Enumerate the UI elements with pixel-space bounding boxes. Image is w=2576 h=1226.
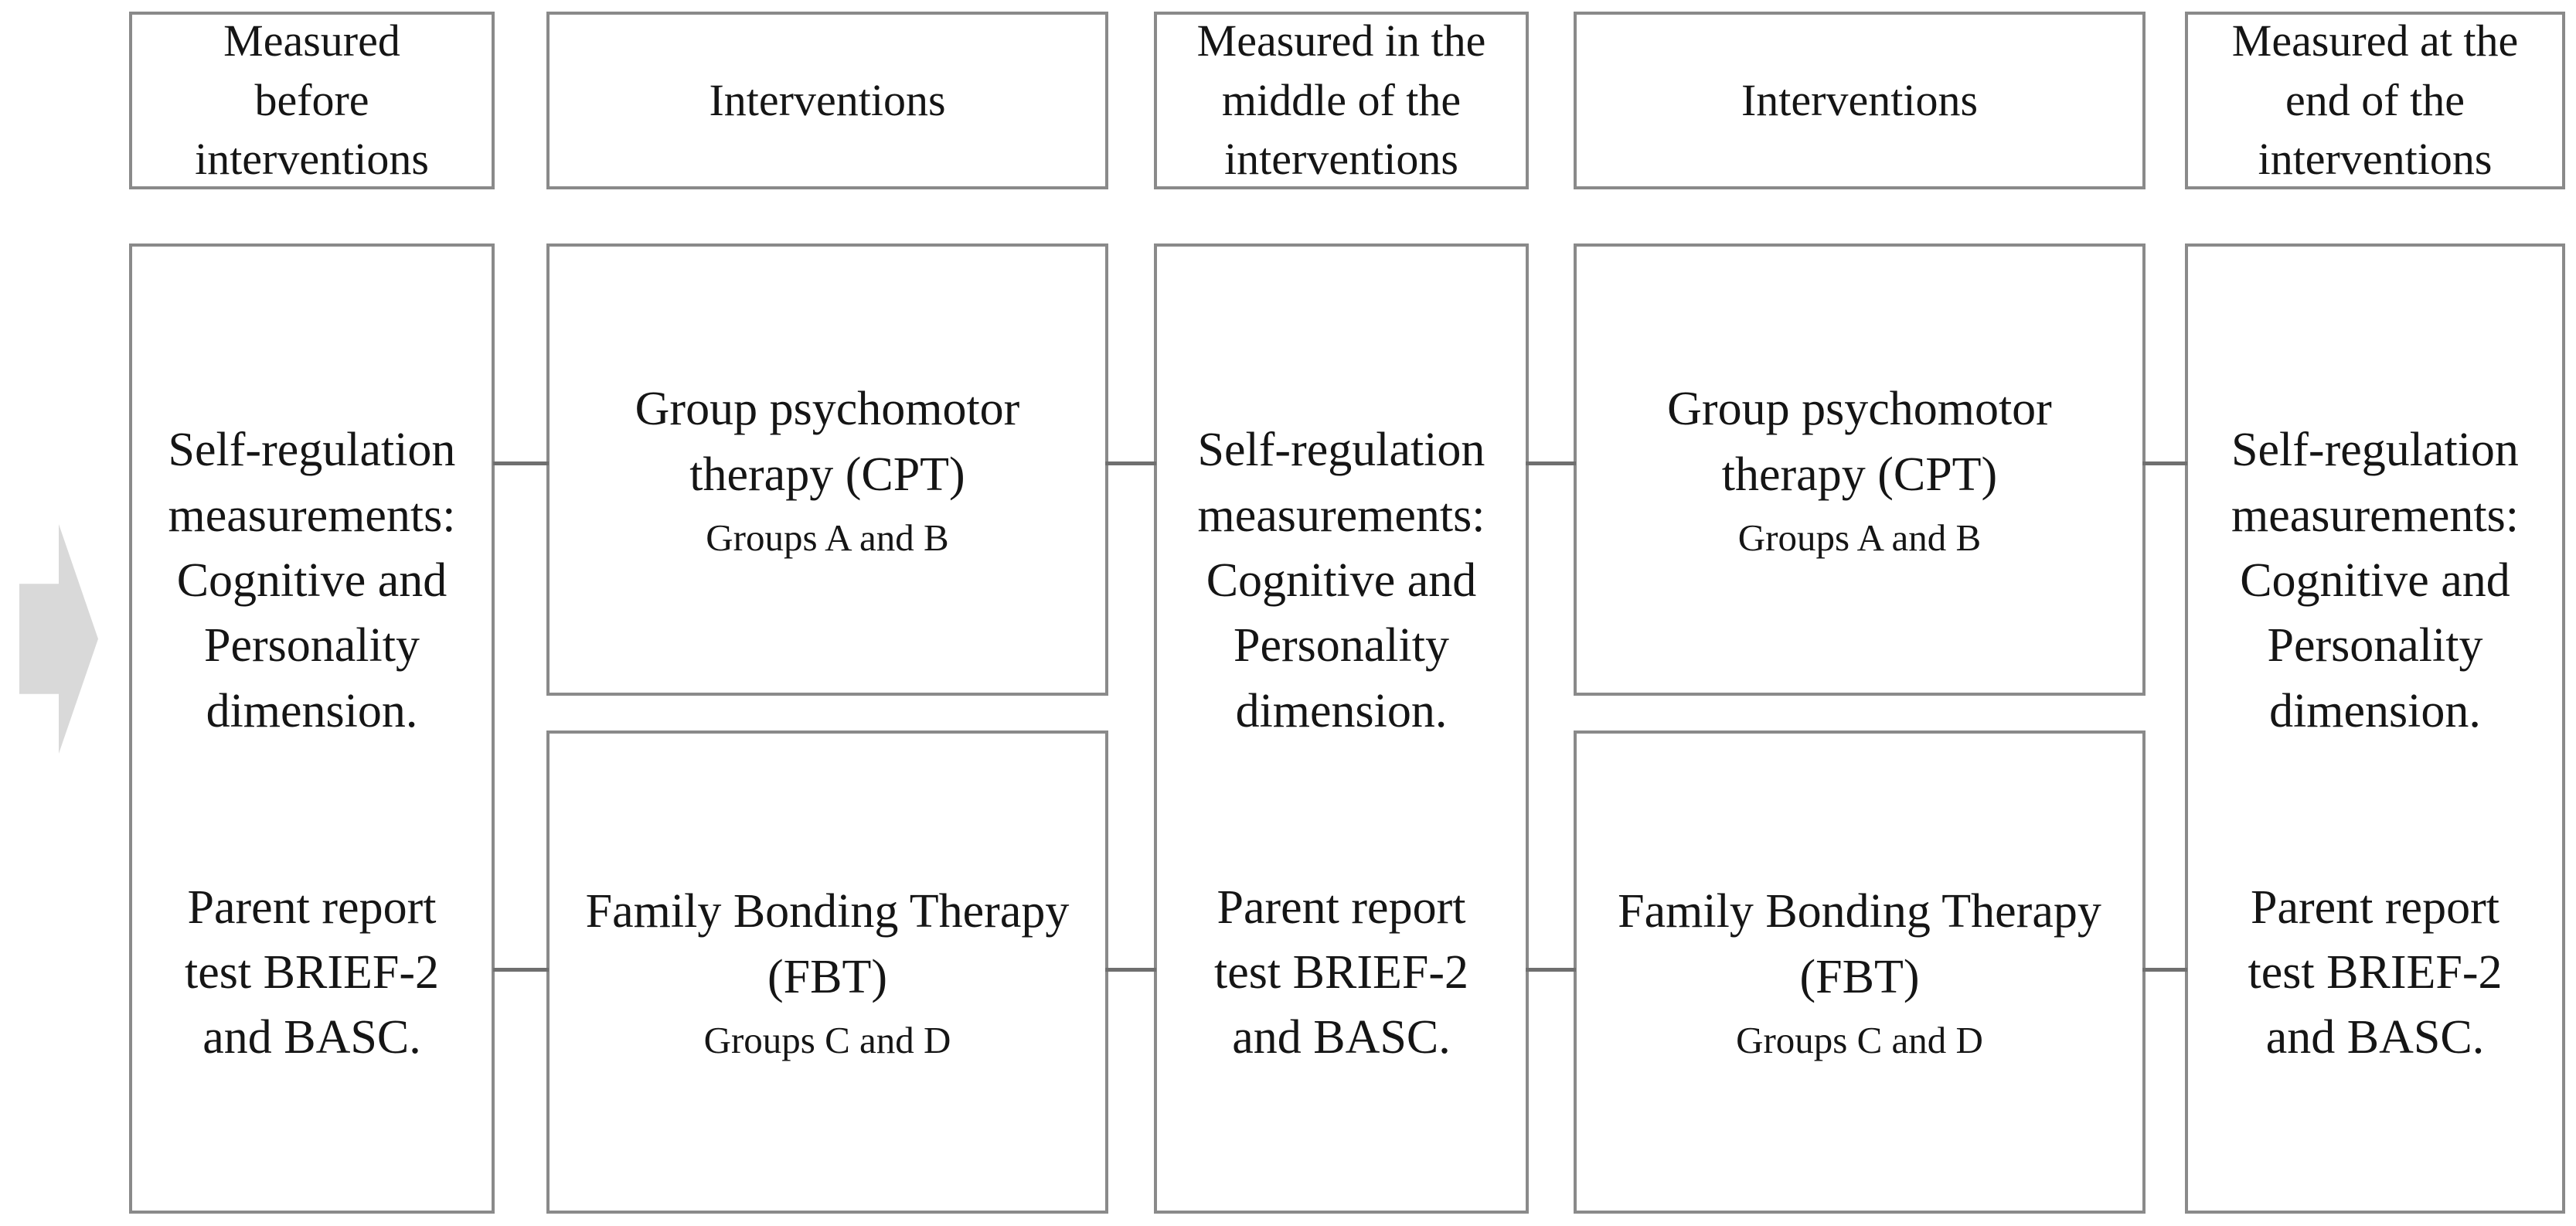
connector-fbt-to-mid	[1105, 968, 1156, 972]
self-regulation-text: Self-regulation measurements: Cognitive …	[2231, 424, 2519, 737]
header-label-measured-before: Measured before interventions	[195, 15, 429, 185]
cpt-box-1: Group psychomotor therapy (CPT) Groups A…	[546, 243, 1108, 696]
header-label-interventions-2: Interventions	[1741, 74, 1979, 125]
parent-report-text: Parent report test BRIEF-2 and BASC.	[2248, 880, 2503, 1064]
header-box-measured-before: Measured before interventions	[129, 12, 495, 189]
header-label-measured-end: Measured at the end of the interventions	[2231, 15, 2519, 185]
measurement-box-post: Self-regulation measurements: Cognitive …	[2185, 243, 2565, 1214]
header-label-measured-middle: Measured in the middle of the interventi…	[1196, 15, 1486, 185]
cpt-title: Group psychomotor therapy (CPT)	[1667, 383, 2052, 501]
flow-arrow-icon	[19, 524, 98, 754]
connector-cpt-to-mid	[1105, 461, 1156, 465]
parent-report-text: Parent report test BRIEF-2 and BASC.	[185, 880, 439, 1064]
connector-cpt2-to-post	[2142, 461, 2187, 465]
header-label-interventions-1: Interventions	[709, 74, 946, 125]
parent-report-text: Parent report test BRIEF-2 and BASC.	[1214, 880, 1468, 1064]
cpt-groups: Groups A and B	[706, 516, 949, 559]
fbt-title: Family Bonding Therapy (FBT)	[585, 885, 1070, 1003]
measurement-box-pre: Self-regulation measurements: Cognitive …	[129, 243, 495, 1214]
header-box-interventions-1: Interventions	[546, 12, 1108, 189]
header-box-measured-middle: Measured in the middle of the interventi…	[1154, 12, 1529, 189]
fbt-groups: Groups C and D	[703, 1018, 951, 1061]
self-regulation-text: Self-regulation measurements: Cognitive …	[1197, 424, 1485, 737]
header-box-interventions-2: Interventions	[1574, 12, 2146, 189]
connector-mid-to-fbt2	[1526, 968, 1576, 972]
measurement-box-mid: Self-regulation measurements: Cognitive …	[1154, 243, 1529, 1214]
fbt-box-2: Family Bonding Therapy (FBT) Groups C an…	[1574, 730, 2146, 1214]
connector-pre-to-cpt	[493, 461, 549, 465]
header-box-measured-end: Measured at the end of the interventions	[2185, 12, 2565, 189]
fbt-groups: Groups C and D	[1736, 1018, 1983, 1061]
fbt-box-1: Family Bonding Therapy (FBT) Groups C an…	[546, 730, 1108, 1214]
connector-mid-to-cpt2	[1526, 461, 1576, 465]
cpt-box-2: Group psychomotor therapy (CPT) Groups A…	[1574, 243, 2146, 696]
self-regulation-text: Self-regulation measurements: Cognitive …	[168, 424, 456, 737]
connector-fbt2-to-post	[2142, 968, 2187, 972]
cpt-title: Group psychomotor therapy (CPT)	[635, 383, 1020, 501]
fbt-title: Family Bonding Therapy (FBT)	[1618, 885, 2101, 1003]
cpt-groups: Groups A and B	[1737, 516, 1982, 559]
connector-pre-to-fbt	[493, 968, 549, 972]
